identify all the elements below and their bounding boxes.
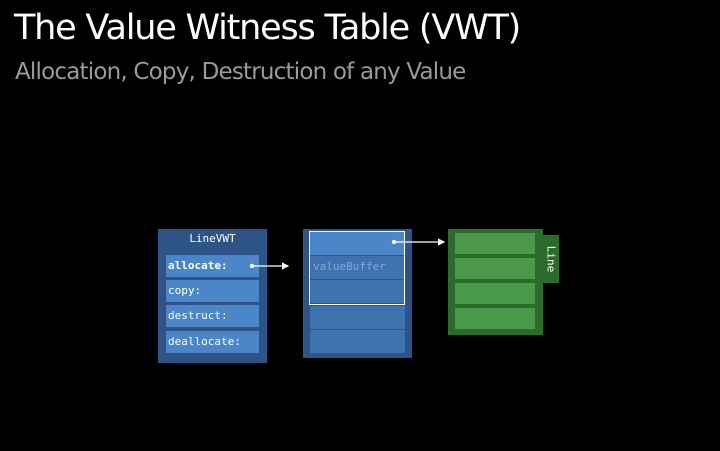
vwt-row-destruct: destruct:	[166, 305, 259, 327]
slide-title: The Value Witness Table (VWT)	[14, 8, 521, 48]
line-object-box	[448, 229, 543, 335]
existential-container-box: valueBuffer	[303, 229, 412, 358]
vwt-row-allocate: allocate:	[166, 255, 259, 277]
buffer-cell	[310, 232, 405, 255]
line-object-tab: Line	[542, 235, 559, 283]
line-object-label: Line	[544, 245, 557, 273]
line-cell	[455, 233, 535, 254]
value-buffer-frame	[309, 231, 405, 305]
vwt-row-deallocate: deallocate:	[166, 331, 259, 353]
line-cell	[455, 258, 535, 279]
line-cell	[455, 308, 535, 329]
buffer-cell	[310, 306, 405, 329]
line-cell	[455, 283, 535, 304]
value-buffer-label: valueBuffer	[313, 260, 386, 273]
buffer-cell	[310, 280, 405, 303]
buffer-cell	[310, 256, 405, 279]
buffer-cell	[310, 330, 405, 353]
slide-subtitle: Allocation, Copy, Destruction of any Val…	[15, 59, 466, 85]
line-vwt-box: LineVWT allocate: copy: destruct: deallo…	[158, 229, 267, 363]
vwt-row-copy: copy:	[166, 280, 259, 302]
line-vwt-title: LineVWT	[189, 232, 236, 245]
